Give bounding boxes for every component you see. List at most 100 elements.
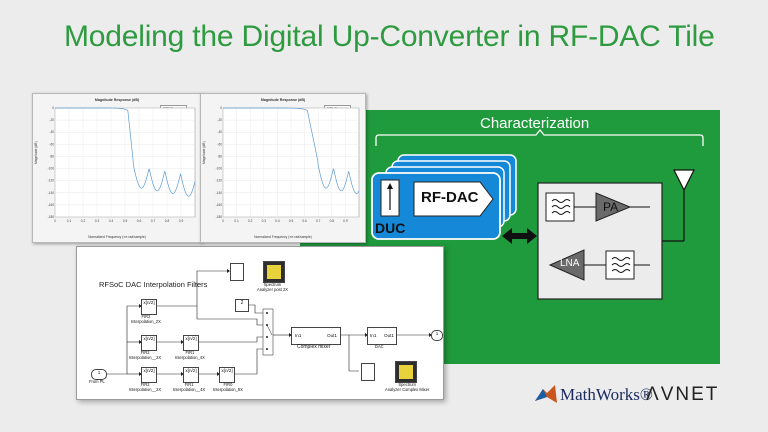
mixer-in-port: In1 <box>295 333 302 338</box>
plot-window-fir2: Magnitude Response (dB) Magnitude (dB) N… <box>32 93 202 243</box>
dac-in-port: In1 <box>370 333 377 338</box>
plot-title: Magnitude Response (dB) <box>260 98 306 102</box>
y-tick-label: -160 <box>48 203 55 207</box>
x-tick-label: 0.9 <box>343 219 348 223</box>
x-tick-label: 0.4 <box>275 219 280 223</box>
y-tick-label: 0 <box>52 106 54 110</box>
x-tick-label: 0.6 <box>302 219 307 223</box>
y-tick-label: -180 <box>216 215 223 219</box>
y-tick-label: -140 <box>216 191 223 195</box>
fir2-interp-2x-c-label: FIR2 Interpolation__2X <box>129 382 162 392</box>
x-tick-label: 0.2 <box>81 219 86 223</box>
inport-from-pl[interactable]: 1 <box>91 369 107 380</box>
magnitude-response-line <box>223 107 360 194</box>
lna-label: LNA <box>560 258 580 269</box>
dac-block[interactable]: In1 Out1 <box>367 327 397 345</box>
x-tick-label: 0 <box>222 219 224 223</box>
y-tick-label: -140 <box>48 191 55 195</box>
duc-label: DUC <box>375 220 406 236</box>
y-tick-label: -20 <box>49 118 54 122</box>
fir1-interp-4x-b-label: FIR1 Interpolation__4X <box>173 382 206 392</box>
y-tick-label: -60 <box>217 142 222 146</box>
y-tick-label: -40 <box>49 130 54 134</box>
spectrum-analyzer-bottom-label: Spectrum Analyzer Complex Mixer <box>385 382 430 392</box>
scope-top-icon[interactable] <box>230 263 244 281</box>
pa-label: PA <box>603 200 619 214</box>
y-tick-label: -80 <box>217 154 222 158</box>
plot-window-fir1: Magnitude Response (dB) Magnitude (dB) N… <box>200 93 366 243</box>
x-tick-label: 0.3 <box>262 219 267 223</box>
y-tick-label: -60 <box>49 142 54 146</box>
x-tick-label: 0.3 <box>95 219 100 223</box>
y-tick-label: -80 <box>49 154 54 158</box>
y-tick-label: -40 <box>217 130 222 134</box>
fir1-interp-4x-label: FIR1 Interpolation_4X <box>175 350 205 360</box>
spectrum-analyzer-top-label: Spectrum Analyzer post 2X <box>257 282 288 292</box>
pa-triangle <box>595 192 632 222</box>
rfdac-label: RF-DAC <box>421 189 479 206</box>
mathworks-logo: MathWorks® <box>560 385 653 404</box>
lna-filter-icon <box>611 257 631 273</box>
plot-xlabel: Normalized Frequency (×π rad/sample) <box>254 235 312 239</box>
fir0-interp-8x-label: FIR0 Interpolation_8X <box>213 382 243 392</box>
x-tick-label: 0 <box>54 219 56 223</box>
magnitude-response-line <box>55 107 196 197</box>
rfdac-pentagon <box>413 181 494 217</box>
mixer-out-port: Out1 <box>327 333 337 338</box>
y-tick-label: -180 <box>48 215 55 219</box>
plot-axes: 0 0.1 0.2 0.3 0.4 0.5 0.6 0.7 0.8 0.9 0 -20 -40 -60 -8… <box>48 106 196 223</box>
characterization-bracket <box>375 128 704 146</box>
inport-label: From PL <box>89 379 105 384</box>
x-tick-label: 0.7 <box>151 219 156 223</box>
fir0-interp-8x-block[interactable]: x[n/2] <box>219 367 235 383</box>
model-title: RFSoC DAC Interpolation Filters <box>99 280 208 289</box>
x-tick-label: 0.7 <box>316 219 321 223</box>
slide-title: Modeling the Digital Up-Converter in RF-… <box>64 20 715 53</box>
complex-mixer-block[interactable]: In1 Out1 <box>291 327 341 345</box>
fir2-interp-2x-c-block[interactable]: x[n/2] <box>141 367 157 383</box>
plot-title: Magnitude Response (dB) <box>94 98 140 102</box>
fir2-interp-2x-b-label: FIR2 Interpolation__2X <box>129 350 162 360</box>
plot-ylabel: Magnitude (dB) <box>34 141 38 164</box>
y-tick-label: -100 <box>216 167 223 171</box>
fir1-interp-4x-b-block[interactable]: x[n/2] <box>183 367 199 383</box>
model-wires <box>107 269 432 376</box>
spectrum-analyzer-top-icon[interactable] <box>263 261 285 283</box>
y-tick-label: -100 <box>48 167 55 171</box>
y-tick-label: -160 <box>216 203 223 207</box>
pa-filter-icon <box>551 199 571 215</box>
constant-block[interactable]: 2 <box>235 299 249 312</box>
y-tick-label: -120 <box>48 179 55 183</box>
fir2-interp-2x-b-block[interactable]: x[n/2] <box>141 335 157 351</box>
x-tick-label: 0.9 <box>179 219 184 223</box>
x-tick-label: 0.1 <box>67 219 72 223</box>
x-tick-label: 0.8 <box>330 219 335 223</box>
plot-xlabel: Normalized Frequency (×π rad/sample) <box>88 235 146 239</box>
x-tick-label: 0.6 <box>137 219 142 223</box>
mathworks-logo-icon <box>535 385 557 403</box>
x-tick-label: 0.5 <box>123 219 128 223</box>
y-tick-label: -120 <box>216 179 223 183</box>
spectrum-analyzer-bottom-icon[interactable] <box>395 361 417 383</box>
characterization-label: Characterization <box>480 115 590 132</box>
x-tick-label: 0.4 <box>109 219 114 223</box>
fir2-interp-2x-block[interactable]: x[n/2] <box>141 299 157 315</box>
double-arrow-icon <box>502 228 537 244</box>
fir1-interp-4x-block[interactable]: x[n/2] <box>183 335 199 351</box>
outport[interactable]: 1 <box>431 330 443 341</box>
plot-ylabel: Magnitude (dB) <box>202 141 206 164</box>
x-tick-label: 0.1 <box>234 219 239 223</box>
x-tick-label: 0.8 <box>165 219 170 223</box>
scope-bottom-icon[interactable] <box>361 363 375 381</box>
x-tick-label: 0.2 <box>248 219 253 223</box>
up-arrow-icon <box>387 183 393 189</box>
avnet-logo: ΛVNET <box>646 384 720 405</box>
dac-out-port: Out1 <box>384 333 394 338</box>
simulink-model-window: RFSoC DAC Interpolation Filters <box>76 246 444 400</box>
y-tick-label: 0 <box>220 106 222 110</box>
dac-label: DAC <box>375 344 384 349</box>
y-tick-label: -20 <box>217 118 222 122</box>
fir2-interp-2x-label: FIR2 Interpolation_2X <box>131 314 161 324</box>
